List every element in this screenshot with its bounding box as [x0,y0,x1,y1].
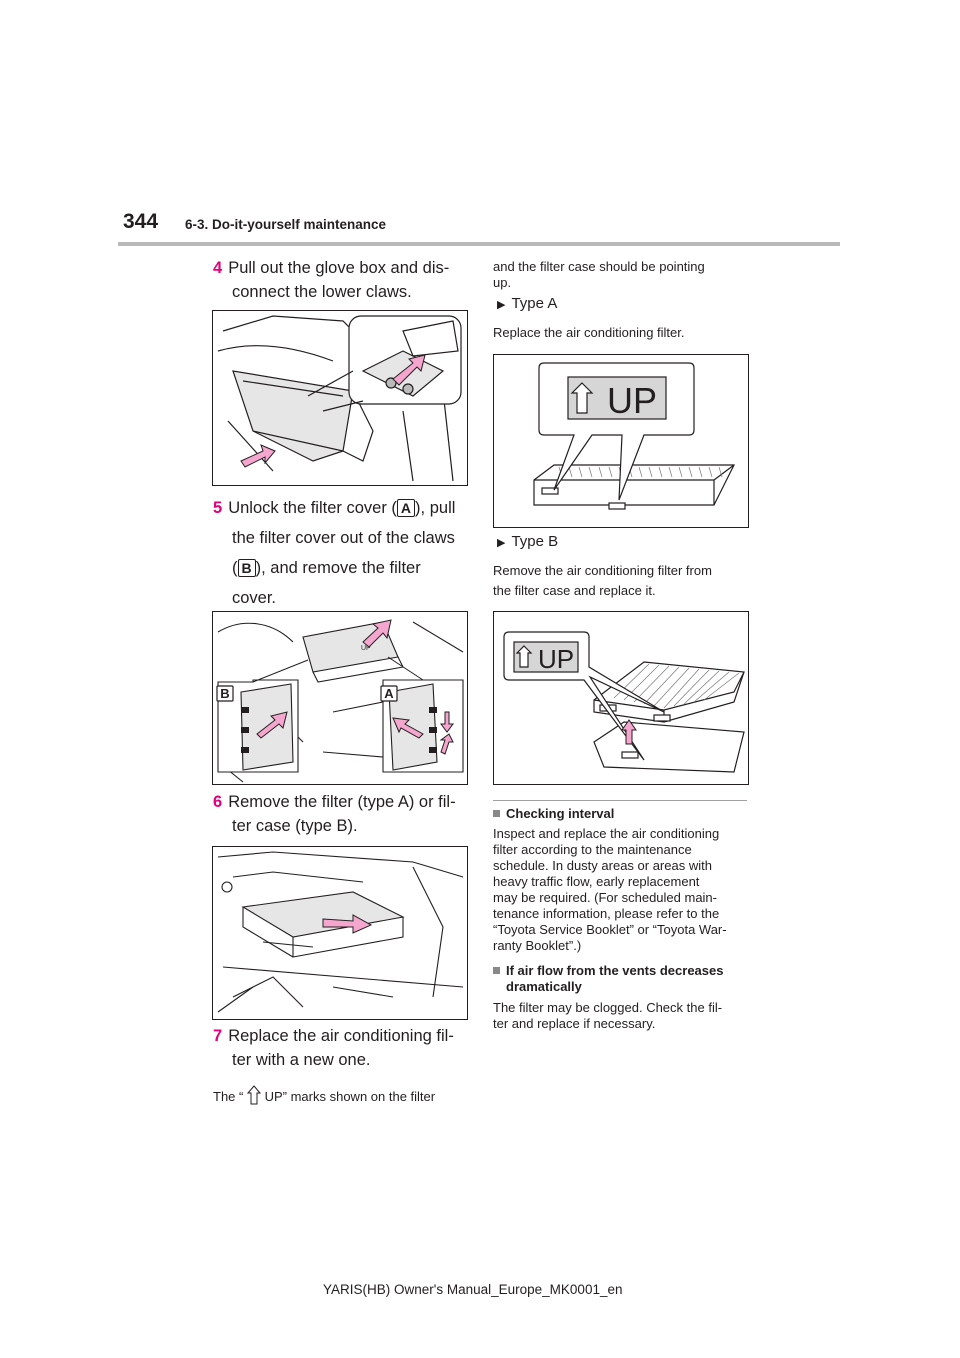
section-title: 6-3. Do-it-yourself maintenance [185,217,387,232]
step-text: Pull out the glove box and dis- [228,259,450,277]
page-number: 344 [123,210,159,233]
heading-text: If air flow from the vents decreases [506,963,724,978]
step-text: ), pull [415,499,456,517]
type-a-illustration: UP [493,354,749,528]
step-text: ), and remove the filter [255,559,421,577]
body-line: may be required. (For scheduled main- [493,890,717,905]
callout-b: B [220,686,229,701]
note-text: The “ [213,1089,244,1104]
step-7: 7 Replace the air conditioning fil- ter w… [213,1024,473,1072]
body-line: “Toyota Service Booklet” or “Toyota War- [493,922,727,937]
filter-cover-illustration: B A UP [212,611,468,785]
body-line: heavy traffic flow, early replacement [493,874,700,889]
up-mark-note: The “ UP” marks shown on the filter [213,1085,483,1109]
up-arrow-icon [246,1085,262,1109]
step-number: 7 [213,1027,223,1045]
note-text: and the filter case should be pointing [493,259,705,274]
note-continued: and the filter case should be pointing u… [493,259,753,291]
step-text: ( [232,559,238,577]
step-text: Replace the air conditioning fil- [228,1027,454,1045]
step-text: ter with a new one. [232,1051,371,1069]
filter-removal-illustration [212,846,468,1020]
checking-interval-body: Inspect and replace the air conditioning… [493,826,763,954]
airflow-heading: If air flow from the vents decreases dra… [493,963,723,995]
body-line: ter and replace if necessary. [493,1016,656,1031]
heading-text: dramatically [506,979,582,994]
body-line: schedule. In dusty areas or areas with [493,858,712,873]
step-text: ter case (type B). [232,817,358,835]
body-line: The filter may be clogged. Check the fil… [493,1000,723,1015]
note-text: up. [493,275,512,290]
airflow-body: The filter may be clogged. Check the fil… [493,1000,763,1032]
body-line: Inspect and replace the air conditioning [493,826,720,841]
up-mark: UP [361,645,371,652]
step-text: the filter cover out of the claws [232,529,455,547]
up-mark-large: UP [607,380,657,421]
up-mark-large: UP [538,644,574,674]
triangle-bullet-icon: ▶ [497,537,506,549]
header-divider [118,242,840,246]
type-a-heading: ▶ Type A [497,295,557,312]
heading-text: Checking interval [506,806,615,821]
step-number: 4 [213,259,223,277]
checking-interval-heading: Checking interval [493,806,614,822]
step-text: Unlock the filter cover ( [228,499,397,517]
step-text: Remove the filter (type A) or fil- [228,793,456,811]
step-5: 5 Unlock the filter cover (A), pull the f… [213,493,473,613]
square-bullet-icon [493,967,500,974]
step-6: 6 Remove the filter (type A) or fil- ter … [213,790,473,838]
desc-text: the filter case and replace it. [493,583,656,598]
callout-a: A [384,686,394,701]
glove-box-illustration [212,310,468,486]
desc-text: Remove the air conditioning filter from [493,563,712,578]
step-text: cover. [232,589,277,607]
step-text: connect the lower claws. [232,283,412,301]
footer-text: YARIS(HB) Owner's Manual_Europe_MK0001_e… [323,1282,623,1297]
body-line: filter according to the maintenance [493,842,692,857]
note-text: UP” marks shown on the filter [264,1089,436,1104]
type-b-desc: Remove the air conditioning filter from … [493,561,712,601]
square-bullet-icon [493,810,500,817]
step-4: 4 Pull out the glove box and dis- connect… [213,256,473,304]
subsection-divider [493,800,747,801]
step-number: 6 [213,793,223,811]
type-label: Type A [511,295,558,312]
label-a-box: A [396,499,416,517]
body-line: ranty Booklet”.) [493,938,582,953]
type-b-heading: ▶ Type B [497,533,558,550]
body-line: tenance information, please refer to the [493,906,720,921]
type-b-illustration: UP [493,611,749,785]
type-a-desc: Replace the air conditioning filter. [493,325,685,340]
triangle-bullet-icon: ▶ [497,299,506,311]
step-number: 5 [213,499,223,517]
label-b-box: B [237,559,256,577]
type-label: Type B [511,533,559,550]
